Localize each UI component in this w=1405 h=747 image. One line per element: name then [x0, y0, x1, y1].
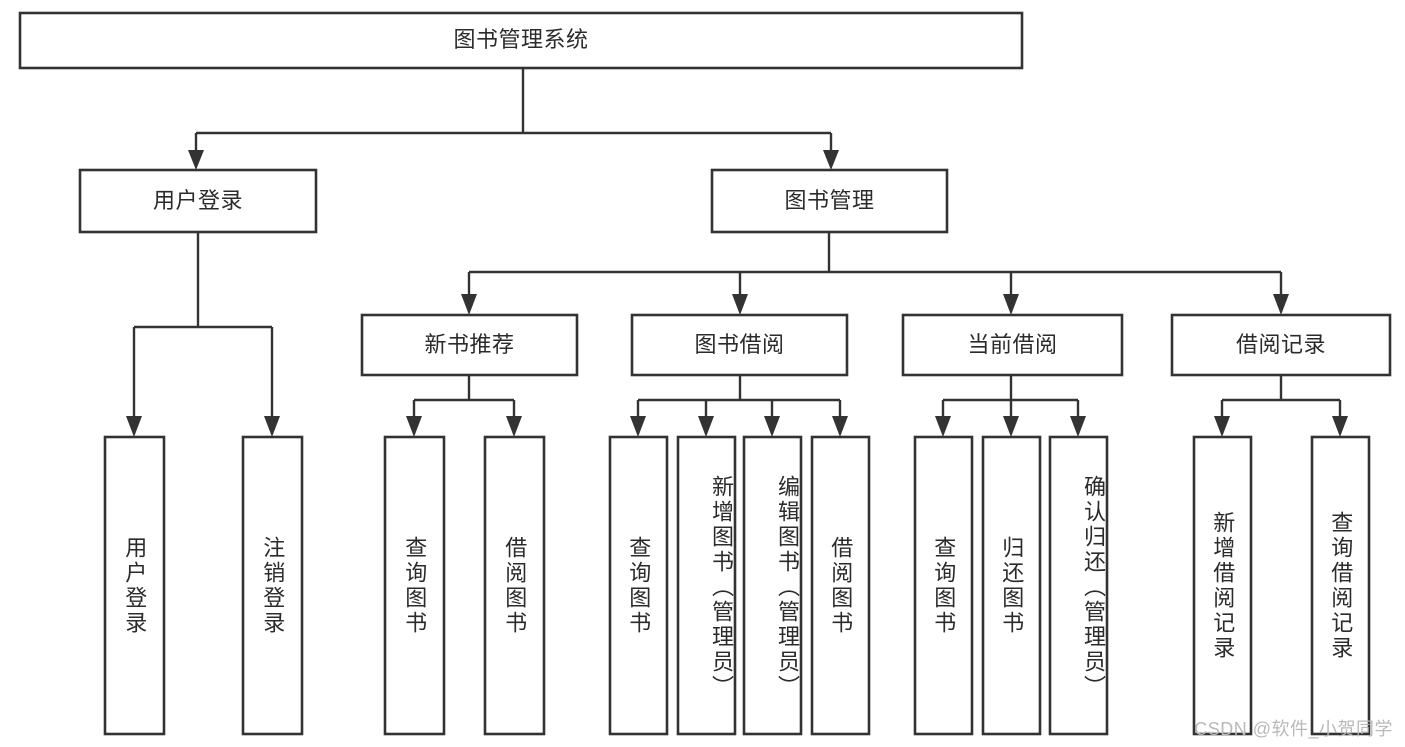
node-box-user-login[interactable] [78, 168, 318, 234]
arrow-head-bookmgmt [823, 150, 839, 170]
arrow-head-borrowrecord-leaf1 [1214, 416, 1230, 437]
node-box-leaf-edit-book[interactable] [742, 435, 803, 736]
node-box-root[interactable] [18, 11, 1024, 70]
node-box-book-management[interactable] [710, 168, 949, 234]
node-box-new-book-recommend[interactable] [360, 313, 579, 377]
arrow-head-userlogin [188, 150, 204, 170]
node-box-leaf-user-login[interactable] [103, 435, 166, 736]
arrow-head-currentborrow-leaf2 [1003, 416, 1019, 437]
node-box-leaf-confirm-return[interactable] [1048, 435, 1109, 736]
node-box-leaf-return-book[interactable] [981, 435, 1042, 736]
node-box-leaf-borrow-book-a[interactable] [483, 435, 546, 736]
arrow-head-currentborrow-leaf1 [935, 416, 951, 437]
node-box-leaf-query-book-c[interactable] [913, 435, 974, 736]
node-box-leaf-query-book-b[interactable] [608, 435, 669, 736]
node-box-leaf-add-record[interactable] [1192, 435, 1253, 736]
node-box-leaf-query-book-a[interactable] [383, 435, 446, 736]
arrow-head-newbook-leaf1 [406, 416, 422, 437]
arrow-head-currentborrow-leaf3 [1070, 416, 1086, 437]
node-box-book-borrow[interactable] [630, 313, 849, 377]
arrow-head-current-borrow [1003, 294, 1019, 315]
node-box-leaf-query-record[interactable] [1310, 435, 1371, 736]
arrow-head-bookborrow-leaf3 [764, 416, 780, 437]
node-box-leaf-borrow-book-b[interactable] [810, 435, 871, 736]
arrow-head-bookborrow-leaf2 [698, 416, 714, 437]
node-box-leaf-logout[interactable] [241, 435, 304, 736]
watermark-text: CSDN @软件_小贺同学 [1194, 719, 1393, 739]
arrow-head-newbook-leaf2 [506, 416, 522, 437]
arrow-head-leaf-logout [264, 416, 280, 437]
node-box-current-borrow[interactable] [901, 313, 1124, 377]
arrow-head-leaf-user-login [126, 416, 142, 437]
arrow-head-bookborrow-leaf4 [832, 416, 848, 437]
arrow-head-new-book [461, 294, 477, 315]
arrow-head-borrow-record [1273, 294, 1289, 315]
arrow-head-bookborrow-leaf1 [630, 416, 646, 437]
node-box-leaf-add-book[interactable] [676, 435, 737, 736]
arrow-head-borrowrecord-leaf2 [1332, 416, 1348, 437]
node-box-borrow-record[interactable] [1170, 313, 1392, 377]
arrow-head-book-borrow [732, 294, 748, 315]
